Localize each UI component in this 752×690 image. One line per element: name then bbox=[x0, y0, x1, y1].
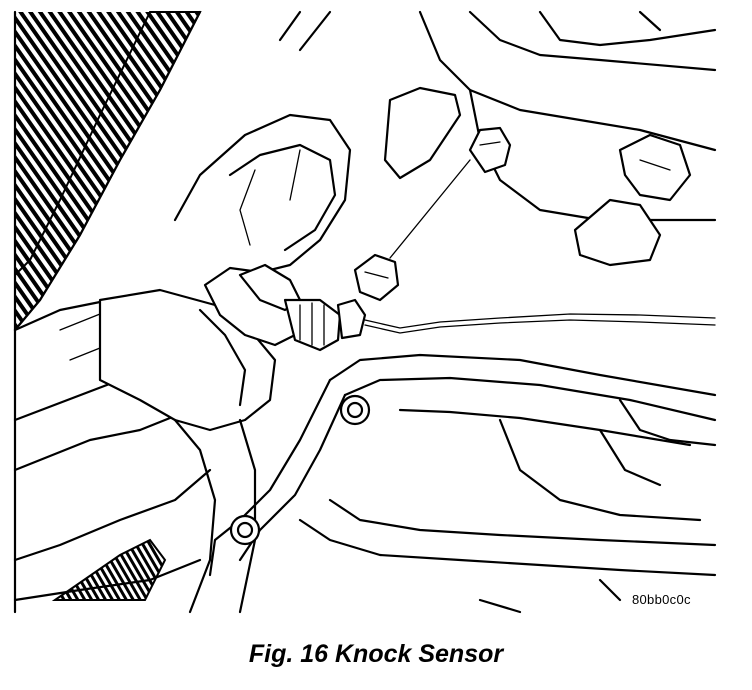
wire-upper bbox=[389, 159, 471, 259]
lower-ribbed-hose bbox=[51, 538, 167, 601]
bolt-right bbox=[618, 133, 692, 202]
sensor-connector bbox=[353, 253, 400, 302]
housing-slot-right bbox=[573, 198, 662, 267]
ribbed-hose bbox=[13, 10, 202, 333]
figure-caption: Fig. 16 Knock Sensor bbox=[248, 640, 504, 668]
sensor-wire bbox=[364, 313, 716, 329]
bolt-upper bbox=[468, 126, 512, 174]
figure-code: 80bb0c0c bbox=[632, 592, 691, 607]
intake-opening bbox=[173, 113, 352, 277]
housing-slot-upper bbox=[383, 86, 462, 180]
knock-sensor bbox=[203, 263, 367, 352]
bolt-pan-upper bbox=[339, 394, 371, 426]
oil-pan bbox=[208, 353, 717, 614]
bolt-pan-lower bbox=[229, 514, 261, 546]
